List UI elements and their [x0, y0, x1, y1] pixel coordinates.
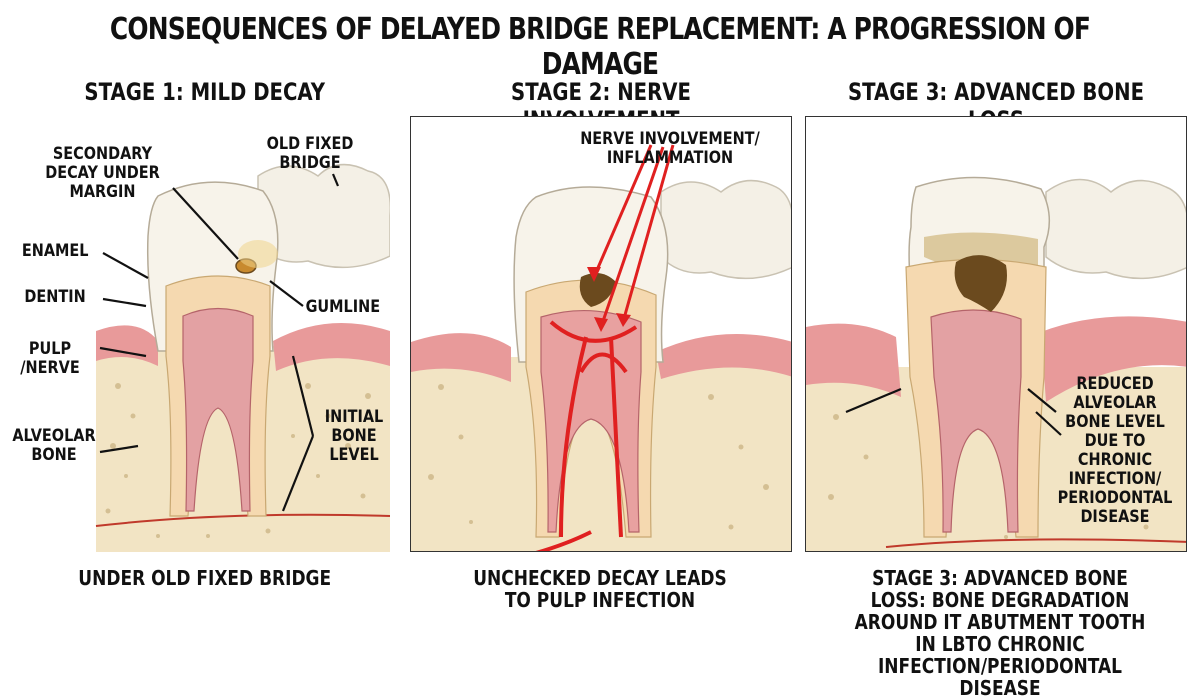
old-fixed-bridge — [257, 163, 390, 269]
label-secondary-decay: SECONDARY DECAY UNDER MARGIN — [45, 144, 160, 202]
tooth-pulp — [182, 307, 254, 512]
label-gumline: GUMLINE — [305, 297, 380, 317]
stage-2-illustration — [410, 116, 792, 552]
stage-1-caption: UNDER OLD FIXED BRIDGE — [78, 566, 332, 590]
inflamed-nerves — [535, 320, 638, 551]
label-alveolar-bone: ALVEOLAR BONE — [12, 426, 96, 465]
label-nerve-involvement: NERVE INVOLVEMENT/ INFLAMMATION — [580, 129, 760, 168]
gum-right — [273, 323, 390, 371]
label-dentin: DENTIN — [24, 287, 86, 307]
decay-cavity — [579, 273, 616, 307]
stage-1-illustration — [8, 116, 390, 552]
label-old-fixed-bridge: OLD FIXED BRIDGE — [266, 134, 354, 173]
stage-2-caption: UNCHECKED DECAY LEADS TO PULP INFECTION — [473, 566, 727, 612]
advanced-decay — [954, 255, 1007, 312]
label-pulp-nerve: PULP /NERVE — [20, 339, 80, 378]
main-title: CONSEQUENCES OF DELAYED BRIDGE REPLACEME… — [109, 12, 1091, 82]
stage-3-illustration — [805, 116, 1187, 552]
label-reduced-bone-level: REDUCED ALVEOLAR BONE LEVEL DUE TO CHRON… — [1057, 374, 1173, 527]
label-initial-bone-level: INITIAL BONE LEVEL — [324, 407, 384, 465]
stage-3-caption: STAGE 3: ADVANCED BONE LOSS: BONE DEGRAD… — [854, 566, 1146, 700]
stage-1-heading: STAGE 1: MILD DECAY — [84, 78, 326, 106]
label-enamel: ENAMEL — [21, 241, 89, 261]
